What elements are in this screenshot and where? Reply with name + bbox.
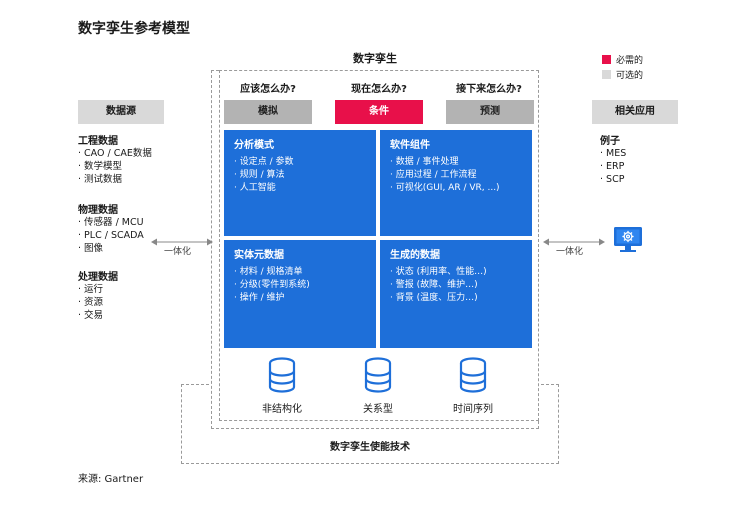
list-item: · SCP <box>600 174 625 185</box>
question-now: 现在怎么办? <box>351 84 407 95</box>
list-item: · 资源 <box>78 297 104 308</box>
related-apps-header: 相关应用 <box>592 100 678 124</box>
left-connector-arrow <box>150 233 214 252</box>
tab-simulation: 模拟 <box>224 100 312 124</box>
database-label-timeseries: 时间序列 <box>453 404 493 415</box>
source-note: 来源: Gartner <box>78 474 144 485</box>
list-item: · 交易 <box>78 310 104 321</box>
panel-title: 分析模式 <box>234 140 274 151</box>
data-source-group: 物理数据 · 传感器 / MCU · PLC / SCADA · 图像 <box>78 201 144 255</box>
database-label-relational: 关系型 <box>363 404 393 415</box>
tab-prediction: 预测 <box>446 100 534 124</box>
data-source-group: 工程数据 · CAO / CAE数据 · 数学模型 · 测试数据 <box>78 132 152 186</box>
panel-title: 生成的数据 <box>390 250 440 261</box>
data-source-group: 处理数据 · 运行 · 资源 · 交易 <box>78 268 118 322</box>
data-sources-header: 数据源 <box>78 100 164 124</box>
panel-item: · 应用过程 / 工作流程 <box>390 170 477 180</box>
legend-optional-label: 可选的 <box>616 71 644 81</box>
list-item: · 传感器 / MCU <box>78 217 144 228</box>
list-item: · 数学模型 <box>78 161 123 172</box>
tab-condition: 条件 <box>335 100 423 124</box>
left-connector-label: 一体化 <box>164 247 192 257</box>
legend-required-label: 必需的 <box>616 56 644 66</box>
list-item: · PLC / SCADA <box>78 230 144 241</box>
panel-title: 实体元数据 <box>234 250 284 261</box>
panel-analysis-models: 分析模式 · 设定点 / 参数 · 规则 / 算法 · 人工智能 <box>224 130 376 236</box>
panel-item: · 警报 (故障、维护…) <box>390 280 478 290</box>
panel-title: 软件组件 <box>390 140 430 151</box>
list-item: · 运行 <box>78 284 104 295</box>
panel-item: · 背景 (温度、压力…) <box>390 293 478 303</box>
database-label-unstructured: 非结构化 <box>262 404 302 415</box>
list-item: · 测试数据 <box>78 174 123 185</box>
panel-item: · 操作 / 维护 <box>234 293 285 303</box>
group-title: 处理数据 <box>78 272 118 283</box>
right-connector-label: 一体化 <box>556 247 584 257</box>
database-icon <box>459 357 487 397</box>
panel-item: · 数据 / 事件处理 <box>390 157 459 167</box>
list-item: · ERP <box>600 161 625 172</box>
group-title: 物理数据 <box>78 205 118 216</box>
panel-item: · 可视化(GUI, AR / VR, ...) <box>390 183 500 193</box>
page-title: 数字孪生参考模型 <box>78 21 190 37</box>
panel-item: · 设定点 / 参数 <box>234 157 294 167</box>
database-icon <box>268 357 296 397</box>
panel-item: · 分级(零件到系统) <box>234 280 310 290</box>
legend-required-swatch <box>602 55 611 64</box>
panel-item: · 规则 / 算法 <box>234 170 285 180</box>
list-item: · 图像 <box>78 243 104 254</box>
digital-twin-label: 数字孪生 <box>353 52 397 65</box>
list-item: · MES <box>600 148 627 159</box>
panel-item: · 材料 / 规格清单 <box>234 267 303 277</box>
panel-generated-data: 生成的数据 · 状态 (利用率、性能…) · 警报 (故障、维护…) · 背景 … <box>380 240 532 348</box>
monitor-gear-icon <box>612 224 644 260</box>
enabling-tech-label: 数字孪生使能技术 <box>330 442 410 453</box>
panel-item: · 人工智能 <box>234 183 276 193</box>
group-title: 工程数据 <box>78 136 118 147</box>
panel-item: · 状态 (利用率、性能…) <box>390 267 487 277</box>
panel-software-components: 软件组件 · 数据 / 事件处理 · 应用过程 / 工作流程 · 可视化(GUI… <box>380 130 532 236</box>
right-connector-arrow <box>542 233 606 252</box>
panel-entity-metadata: 实体元数据 · 材料 / 规格清单 · 分级(零件到系统) · 操作 / 维护 <box>224 240 376 348</box>
related-apps-group: 例子 · MES · ERP · SCP <box>600 132 626 186</box>
list-item: · CAO / CAE数据 <box>78 148 152 159</box>
question-next: 接下来怎么办? <box>456 84 522 95</box>
question-should: 应该怎么办? <box>240 84 296 95</box>
legend-optional-swatch <box>602 70 611 79</box>
group-title: 例子 <box>600 136 620 147</box>
database-icon <box>364 357 392 397</box>
